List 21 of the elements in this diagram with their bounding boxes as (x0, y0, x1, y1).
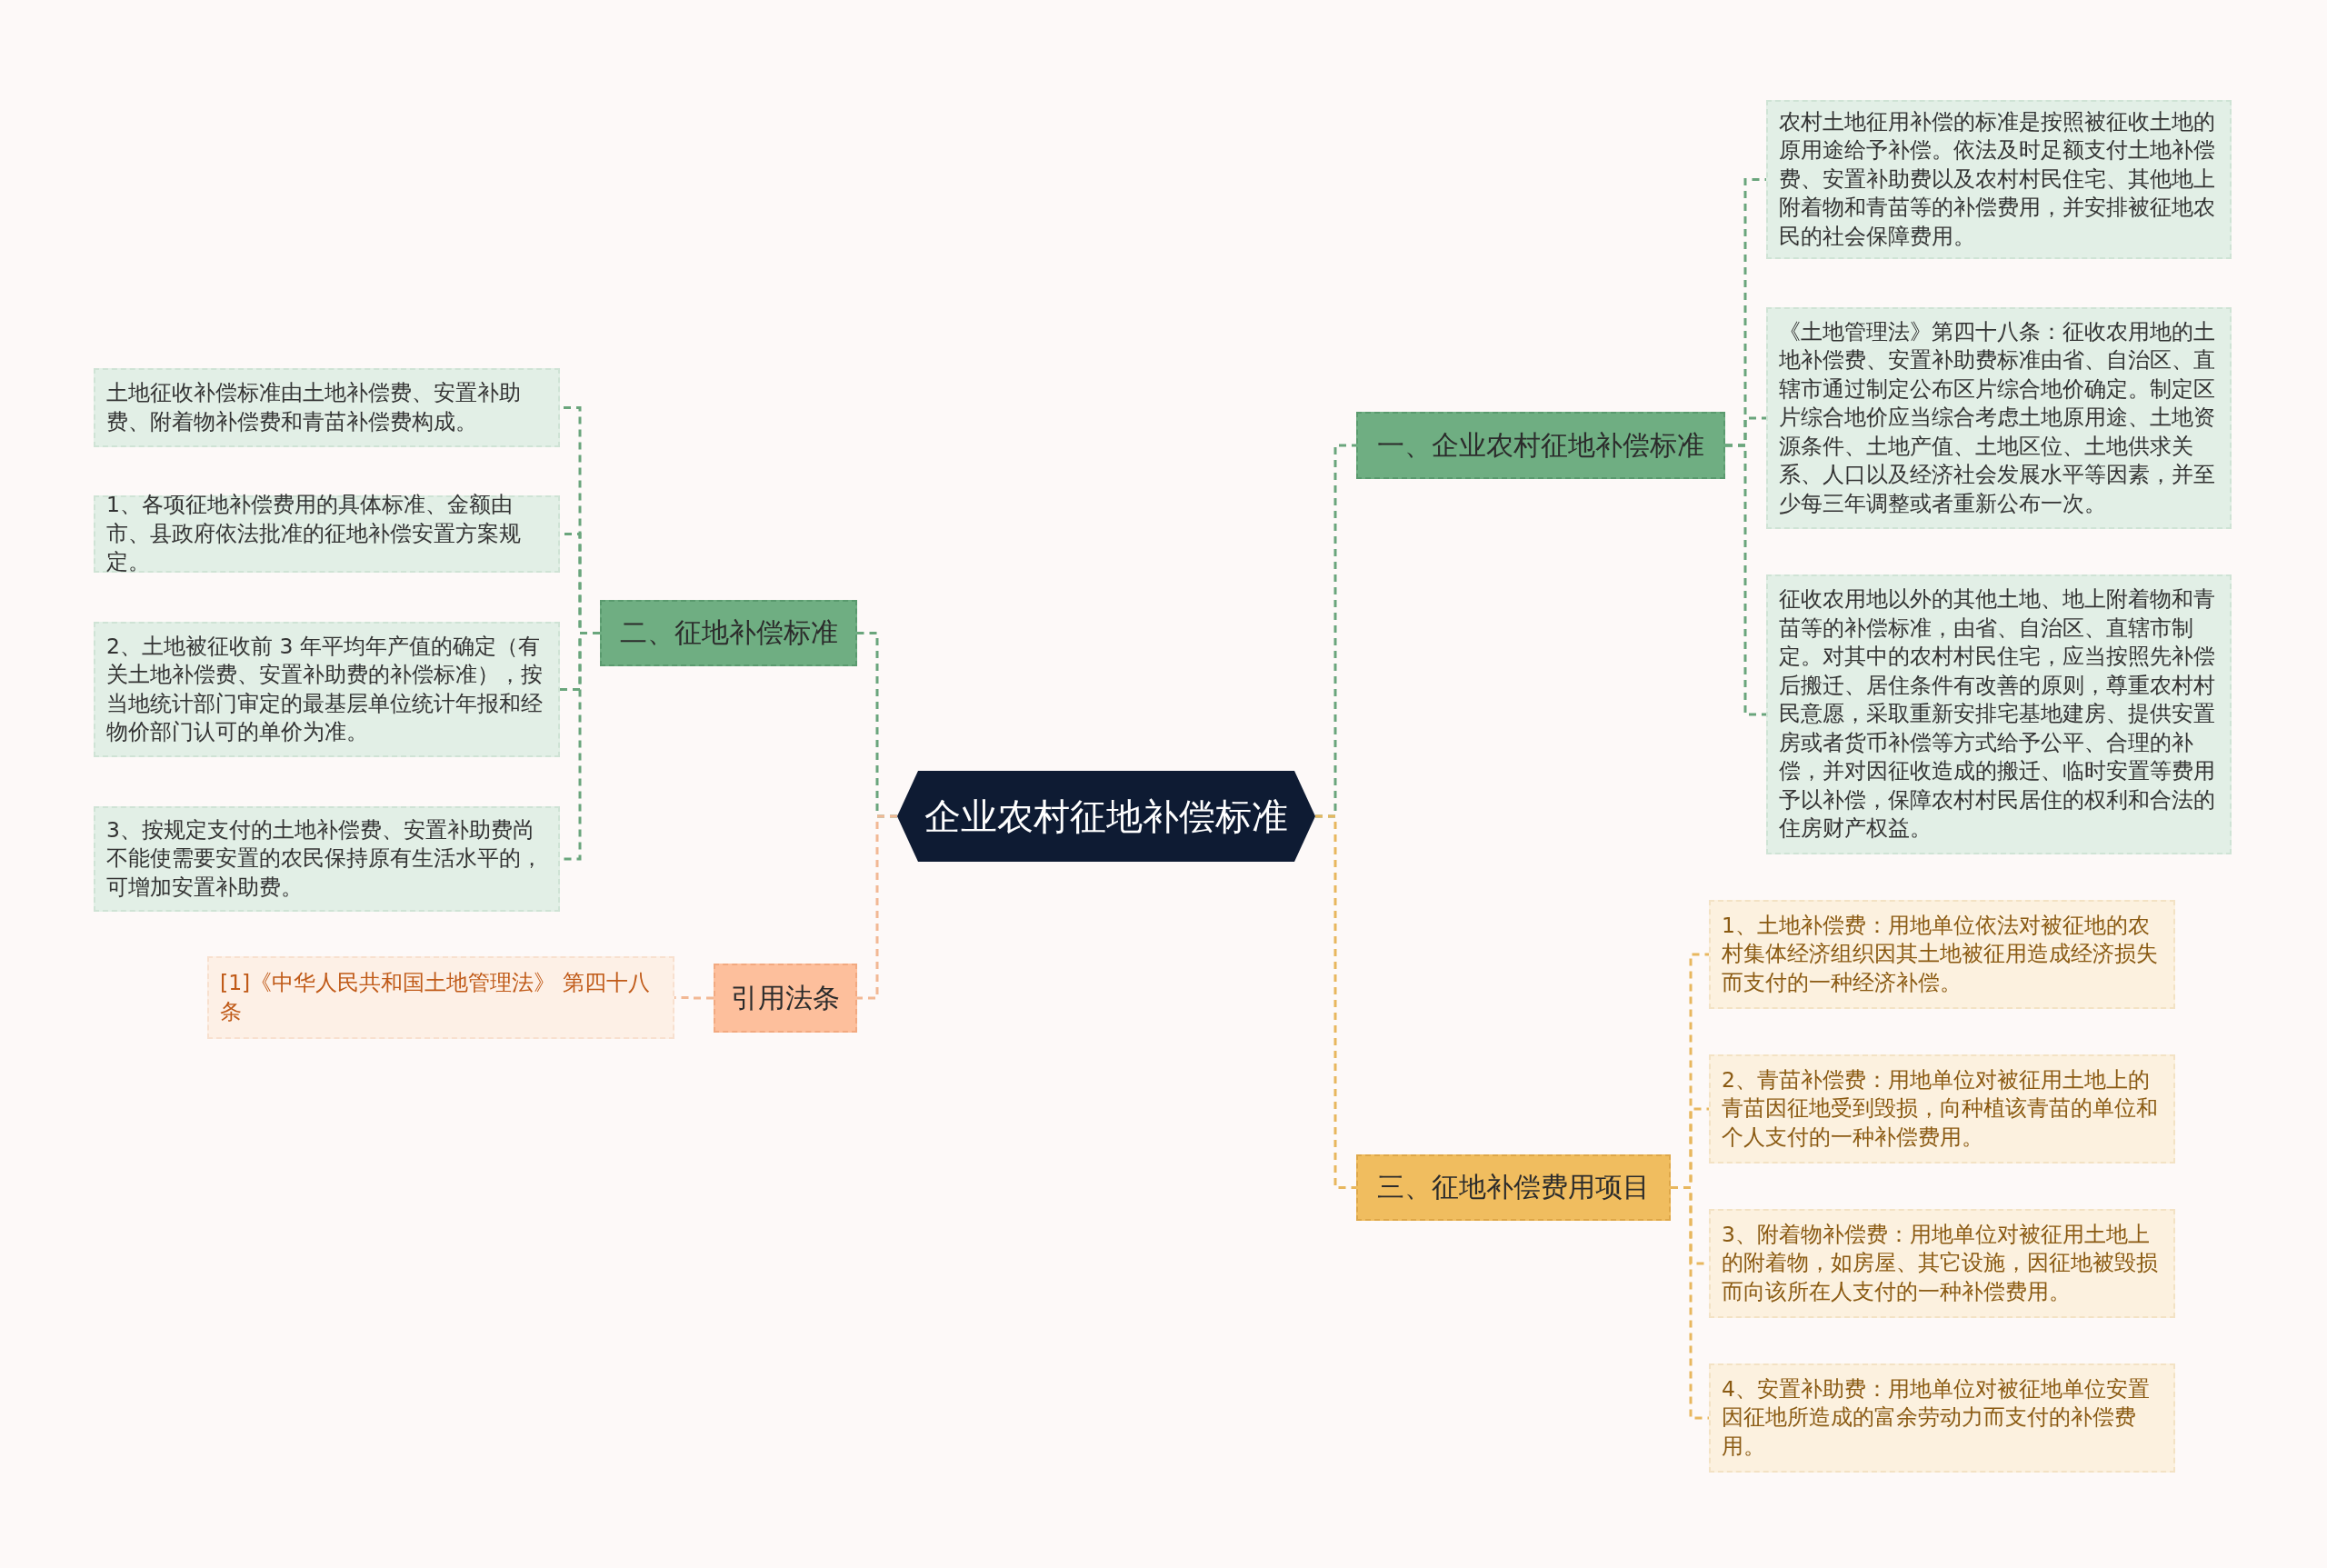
connector-line (857, 814, 897, 1000)
note-card: 《土地管理法》第四十八条：征收农用地的土地补偿费、安置补助费标准由省、自治区、直辖市通过制定公布区片综合地价确定。制定区片综合地价应当综合考虑土地原用途、土地资源条件、土地产值、土地区位、土地供求关系、人口以及经济社会发展水平等因素，并至少每三年调整或者重新公布一次。 (1766, 307, 2232, 529)
branch-topic: 一、企业农村征地补偿标准 (1356, 412, 1725, 479)
note-card: 土地征收补偿标准由土地补偿费、安置补助费、附着物补偿费和青苗补偿费构成。 (94, 368, 560, 447)
note-card: 征收农用地以外的其他土地、地上附着物和青苗等的补偿标准，由省、自治区、直辖市制定。对其中的农村村民住宅，应当按照先补偿后搬迁、居住条件有改善的原则，尊重农村村民意愿，采取重新安排宅基地建房、提供安置房或者货币补偿等方式给予公平、合理的补偿，并对因征收造成的搬迁、临时安置等费用予以补偿，保障农村村民居住的权利和合法的住房财产权益。 (1766, 574, 2232, 854)
branch-topic: 三、征地补偿费用项目 (1356, 1154, 1671, 1221)
branch-topic: 引用法条 (714, 964, 857, 1033)
note-card: 2、青苗补偿费：用地单位对被征用土地上的青苗因征地受到毁损，向种植该青苗的单位和个人支付的一种补偿费用。 (1709, 1054, 2175, 1164)
branch-topic: 二、征地补偿标准 (600, 600, 857, 666)
note-card: 3、附着物补偿费：用地单位对被征用土地上的附着物，如房屋、其它设施，因征地被毁损而向该所在人支付的一种补偿费用。 (1709, 1209, 2175, 1318)
note-card: 2、土地被征收前 3 年平均年产值的确定（有关土地补偿费、安置补助费的补偿标准），按当地统计部门审定的最基层单位统计年报和经物价部门认可的单价为准。 (94, 622, 560, 757)
connector-line (1725, 444, 1766, 716)
note-card: 4、安置补助费：用地单位对被征地单位安置因征地所造成的富余劳动力而支付的补偿费用。 (1709, 1363, 2175, 1473)
connector-line (1671, 1186, 1709, 1420)
note-card: 1、各项征地补偿费用的具体标准、金额由市、县政府依法批准的征地补偿安置方案规定。 (94, 495, 560, 573)
note-card: 农村土地征用补偿的标准是按照被征收土地的原用途给予补偿。依法及时足额支付土地补偿费、安置补助费以及农村村民住宅、其他地上附着物和青苗等的补偿费用，并安排被征地农民的社会保障费用。 (1766, 100, 2232, 259)
central-topic: 企业农村征地补偿标准 (897, 771, 1315, 862)
connector-line (1315, 814, 1356, 1189)
note-card: 1、土地补偿费：用地单位依法对被征地的农村集体经济组织因其土地被征用造成经济损失而支付的一种经济补偿。 (1709, 900, 2175, 1009)
note-card: [1]《中华人民共和国土地管理法》 第四十八条 (207, 956, 674, 1039)
note-card: 3、按规定支付的土地补偿费、安置补助费尚不能使需要安置的农民保持原有生活水平的，可增加安置补助费。 (94, 806, 560, 912)
